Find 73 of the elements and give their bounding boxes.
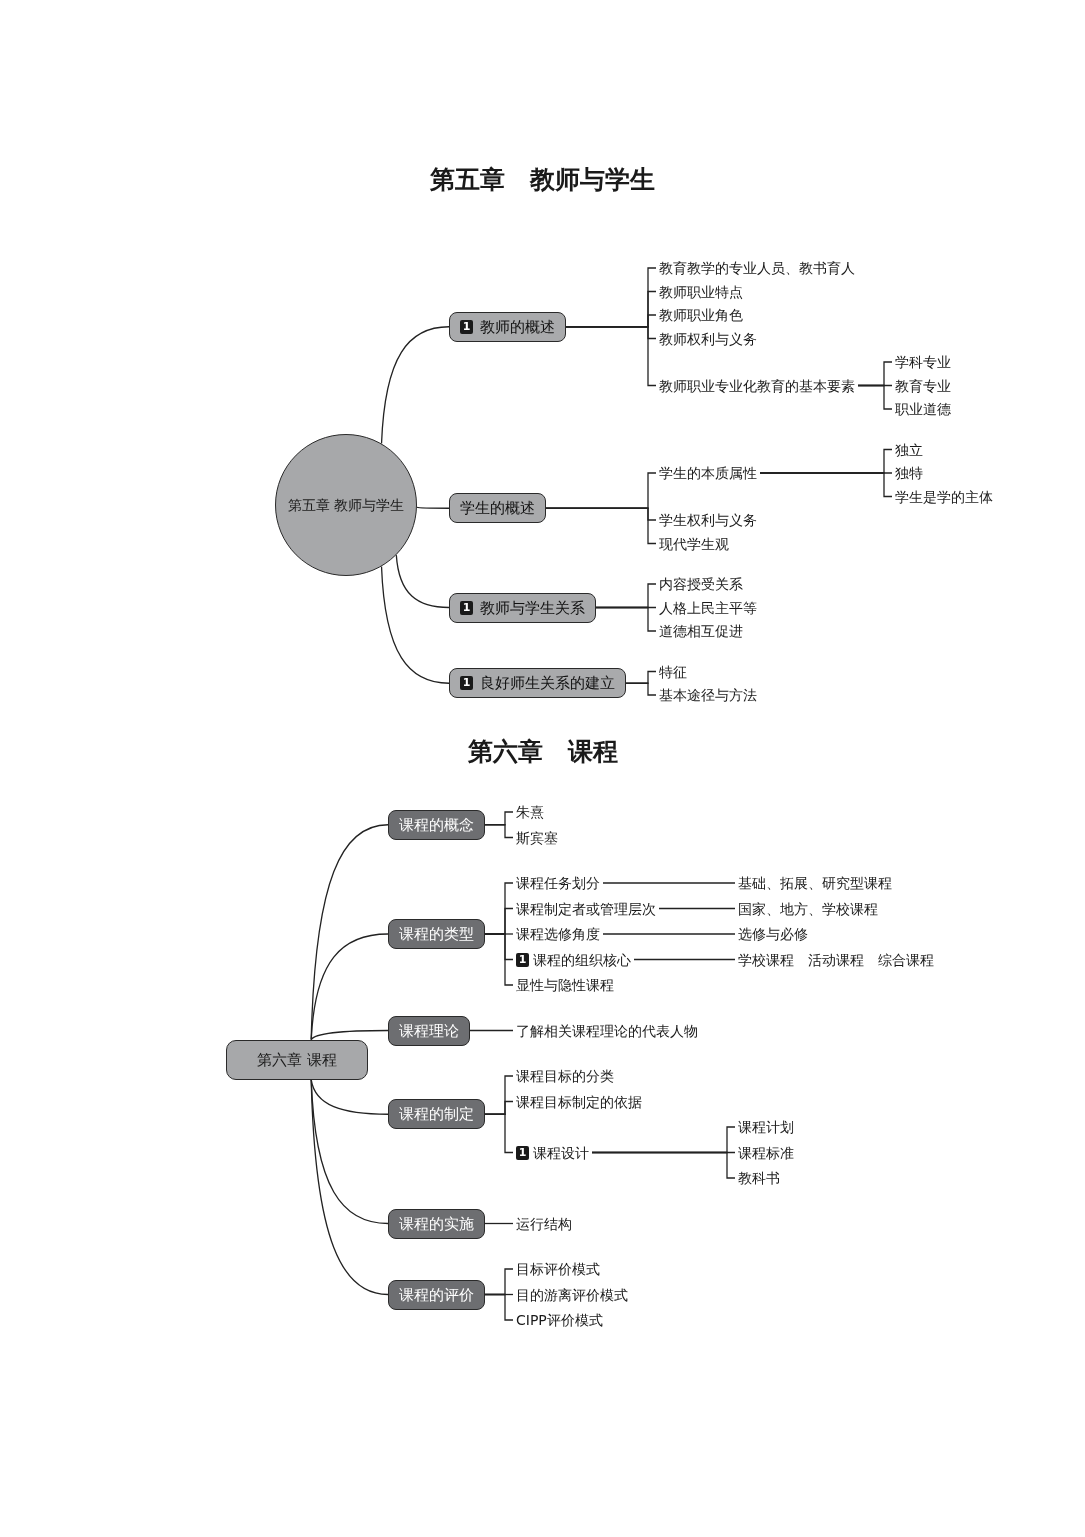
central-topic-node: 第六章 课程 bbox=[226, 1039, 368, 1080]
branch-label: 课程的概念 bbox=[399, 815, 474, 834]
topic-text: 道德相互促进 bbox=[656, 621, 746, 641]
connector-line bbox=[484, 1113, 514, 1154]
topic-text: 学科专业 bbox=[892, 352, 954, 372]
branch-box bbox=[449, 592, 596, 623]
connector-line bbox=[602, 933, 736, 935]
connector-line bbox=[416, 506, 450, 509]
topic-text: 课程选修角度 bbox=[513, 924, 603, 944]
topic-text: 基础、拓展、研究型课程 bbox=[735, 873, 895, 893]
branch-label: 课程理论 bbox=[399, 1021, 459, 1040]
connector-line bbox=[395, 554, 450, 609]
topic-text: 课程计划 bbox=[735, 1117, 797, 1137]
connector-line bbox=[380, 565, 450, 684]
branch-box bbox=[388, 1099, 485, 1130]
topic-text: 教师职业角色 bbox=[656, 305, 746, 325]
connector-line bbox=[565, 326, 657, 387]
number-badge: 1 bbox=[460, 319, 473, 334]
connector-line bbox=[469, 1029, 514, 1032]
topic-text: 学生的本质属性 bbox=[656, 463, 760, 483]
connector-line bbox=[602, 882, 736, 884]
branch-box bbox=[388, 1015, 470, 1046]
topic-text: 教育教学的专业人员、教书育人 bbox=[656, 258, 858, 278]
chart-title: 第五章 教师与学生 bbox=[430, 164, 655, 196]
topic-text: 独特 bbox=[892, 463, 926, 483]
branch-box bbox=[388, 919, 485, 949]
topic-text: 选修与必修 bbox=[735, 924, 811, 944]
connector-line bbox=[484, 933, 514, 986]
topic-text: 课程任务划分 bbox=[513, 873, 603, 893]
branch-box bbox=[449, 668, 626, 699]
topic-text: 学生权利与义务 bbox=[656, 510, 760, 530]
branch-box bbox=[388, 1208, 485, 1239]
branch-box bbox=[388, 809, 485, 840]
topic-text: 显性与隐性课程 bbox=[513, 975, 617, 995]
central-topic-node: 第五章 教师与学生 bbox=[275, 434, 417, 576]
number-badge: 1 bbox=[516, 952, 529, 967]
branch-label: 良好师生关系的建立 bbox=[480, 674, 615, 693]
number-badge: 1 bbox=[516, 1145, 529, 1160]
branch-label: 教师的概述 bbox=[480, 317, 555, 336]
connector-line bbox=[310, 933, 389, 1041]
branch-label: 课程的实施 bbox=[399, 1214, 474, 1233]
branch-label: 课程的类型 bbox=[399, 925, 474, 943]
connector-line bbox=[484, 1222, 514, 1225]
topic-text: 课程的组织核心 bbox=[533, 950, 631, 969]
branch-box bbox=[388, 1279, 485, 1310]
connector-line bbox=[759, 472, 893, 498]
connector-line bbox=[380, 326, 450, 445]
connector-line bbox=[484, 824, 514, 839]
branch-box bbox=[449, 311, 566, 342]
number-badge: 1 bbox=[460, 600, 473, 615]
connector-line bbox=[591, 1151, 736, 1179]
connector-line bbox=[633, 958, 736, 961]
topic-text: 课程设计 bbox=[533, 1143, 589, 1162]
number-badge: 1 bbox=[460, 676, 473, 691]
branch-label: 学生的概述 bbox=[460, 499, 535, 518]
branch-label: 教师与学生关系 bbox=[480, 598, 585, 617]
connector-line bbox=[545, 507, 657, 545]
connector-line bbox=[484, 1293, 514, 1321]
connector-line bbox=[310, 1029, 389, 1041]
topic-text: CIPP评价模式 bbox=[513, 1310, 606, 1330]
connector-line bbox=[658, 907, 736, 910]
topic-text: 课程目标的分类 bbox=[513, 1066, 617, 1086]
topic-text: 朱熹 bbox=[513, 802, 547, 822]
topic-text: 职业道德 bbox=[892, 399, 954, 419]
connector-line bbox=[625, 682, 657, 696]
connector-line bbox=[857, 384, 893, 410]
branch-box bbox=[449, 493, 546, 524]
branch-label: 课程的制定 bbox=[399, 1105, 474, 1124]
chapter-heading: 第六章 课程 bbox=[467, 736, 618, 768]
branch-label: 课程的评价 bbox=[399, 1285, 474, 1304]
topic-text: 基本途径与方法 bbox=[656, 685, 760, 705]
connector-line bbox=[595, 606, 657, 632]
connector-line bbox=[310, 1079, 389, 1296]
